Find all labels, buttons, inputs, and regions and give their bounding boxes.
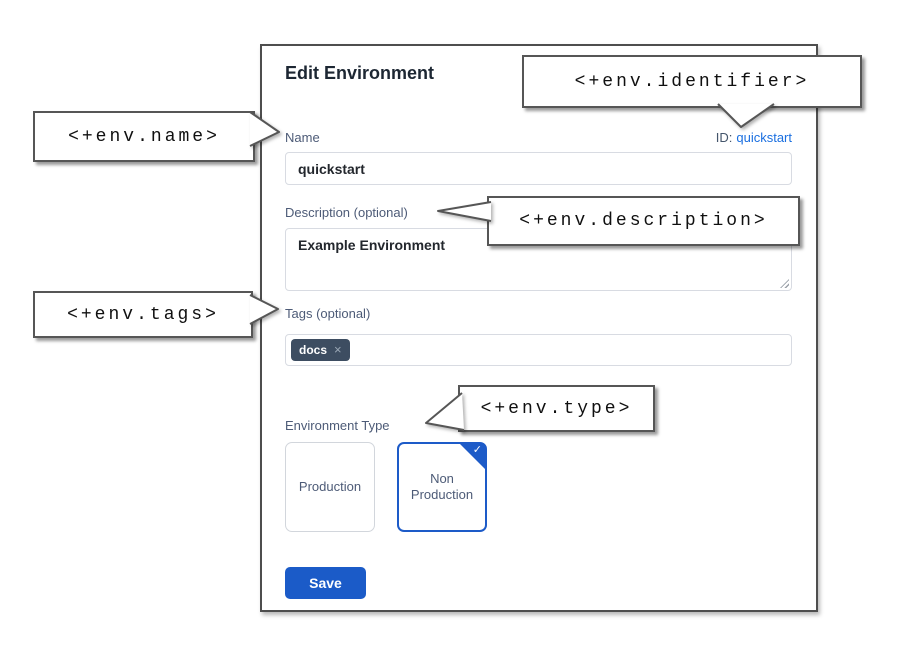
callout-tail-env-description (437, 201, 492, 222)
callout-env-identifier: <+env.identifier> (522, 55, 862, 108)
env-type-card-label: Non Production (410, 471, 474, 502)
save-button[interactable]: Save (285, 567, 366, 599)
id-value-link[interactable]: quickstart (736, 130, 792, 145)
environment-type-cards: Production Non Production ✓ (285, 442, 792, 532)
name-row: Name ID:quickstart (285, 130, 792, 145)
callout-env-description: <+env.description> (487, 196, 800, 246)
callout-tail-env-name (249, 111, 280, 147)
callout-tail-env-identifier (717, 103, 775, 128)
remove-tag-icon[interactable]: × (334, 342, 342, 357)
callout-env-name: <+env.name> (33, 111, 255, 162)
edit-environment-dialog: Edit Environment Name ID:quickstart Desc… (260, 44, 818, 612)
check-icon: ✓ (472, 444, 482, 456)
name-label: Name (285, 130, 320, 145)
env-type-card-non-production[interactable]: Non Production ✓ (397, 442, 487, 532)
id-field: ID:quickstart (716, 130, 792, 145)
description-label: Description (optional) (285, 205, 408, 220)
tags-input[interactable]: docs × (285, 334, 792, 366)
env-type-card-production[interactable]: Production (285, 442, 375, 532)
id-label: ID: (715, 130, 733, 145)
tags-label: Tags (optional) (285, 306, 371, 321)
callout-env-type: <+env.type> (458, 385, 655, 432)
selected-corner-badge (459, 443, 486, 470)
tag-chip: docs × (291, 339, 350, 361)
callout-tail-env-tags (249, 294, 279, 325)
callout-env-tags: <+env.tags> (33, 291, 253, 338)
name-input[interactable] (285, 152, 792, 185)
dialog-title: Edit Environment (285, 63, 435, 83)
env-type-card-label: Production (298, 479, 362, 494)
textarea-resize-handle[interactable] (780, 279, 789, 288)
tag-chip-label: docs (299, 343, 328, 357)
callout-tail-env-type (425, 392, 465, 431)
environment-type-label: Environment Type (285, 418, 390, 433)
